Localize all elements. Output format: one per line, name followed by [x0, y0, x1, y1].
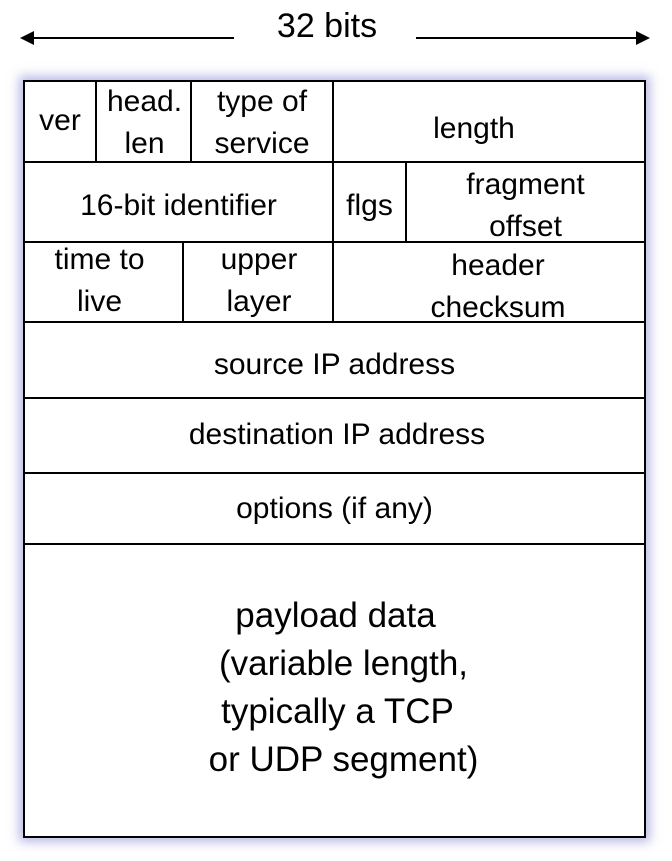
- payload-line2: (variable length,: [218, 644, 469, 683]
- arrow-left-head-icon: [20, 31, 34, 45]
- field-options-text: options (if any): [236, 492, 433, 525]
- field-header-length: head. len: [97, 81, 192, 165]
- field-type-of-service: type of service: [192, 81, 332, 165]
- width-label: 32 bits: [276, 7, 378, 45]
- field-upper-layer-line1: upper: [220, 243, 298, 276]
- field-header-length-line1: head.: [106, 85, 183, 118]
- arrow-right-line: [416, 37, 642, 39]
- column-divider: [95, 82, 97, 162]
- arrow-left-line: [26, 37, 234, 39]
- row-divider: [25, 472, 644, 474]
- arrow-right-head-icon: [636, 31, 650, 45]
- field-fragment-offset: fragment offset: [407, 164, 644, 248]
- field-header-checksum-line1: header: [451, 249, 545, 282]
- field-identifier: 16-bit identifier: [25, 185, 332, 227]
- field-options: options (if any): [25, 488, 644, 530]
- field-source-ip: source IP address: [25, 344, 644, 386]
- column-divider: [190, 82, 192, 162]
- field-flags-text: flgs: [346, 189, 393, 222]
- field-header-length-line2: len: [124, 127, 165, 160]
- row-divider: [25, 161, 644, 163]
- field-payload: payload data (variable length, typically…: [25, 592, 662, 784]
- column-divider: [332, 82, 334, 162]
- field-type-of-service-line1: type of: [216, 85, 308, 118]
- column-divider: [405, 162, 407, 242]
- field-identifier-text: 16-bit identifier: [80, 189, 277, 222]
- row-divider: [25, 241, 644, 243]
- field-type-of-service-line2: service: [214, 127, 310, 160]
- ip-datagram-diagram: ver head. len type of service length 16-…: [23, 80, 646, 838]
- field-time-to-live: time to live: [25, 239, 174, 323]
- column-divider: [182, 242, 184, 322]
- field-destination-ip: destination IP address: [25, 414, 649, 456]
- field-header-checksum-line2: checksum: [430, 291, 566, 324]
- field-flags: flgs: [334, 185, 405, 227]
- column-divider: [332, 162, 334, 242]
- payload-line3: typically a TCP: [221, 692, 454, 731]
- field-fragment-offset-line1: fragment: [466, 168, 585, 201]
- field-header-checksum: header checksum: [334, 245, 662, 329]
- field-source-ip-text: source IP address: [213, 348, 456, 381]
- field-version-text: ver: [39, 104, 81, 137]
- payload-line1: payload data: [235, 596, 436, 635]
- row-divider: [25, 543, 644, 545]
- field-version: ver: [25, 100, 95, 142]
- field-time-to-live-line2: live: [76, 285, 122, 318]
- column-divider: [332, 242, 334, 322]
- field-fragment-offset-line2: offset: [489, 210, 562, 243]
- field-time-to-live-line1: time to: [54, 243, 145, 276]
- payload-line4: or UDP segment): [208, 740, 479, 779]
- field-length: length: [334, 108, 614, 150]
- field-upper-layer-line2: layer: [226, 285, 292, 318]
- row-divider: [25, 397, 644, 399]
- field-length-text: length: [433, 112, 515, 145]
- row-divider: [25, 321, 644, 323]
- field-upper-layer: upper layer: [184, 239, 334, 323]
- field-destination-ip-text: destination IP address: [188, 418, 486, 451]
